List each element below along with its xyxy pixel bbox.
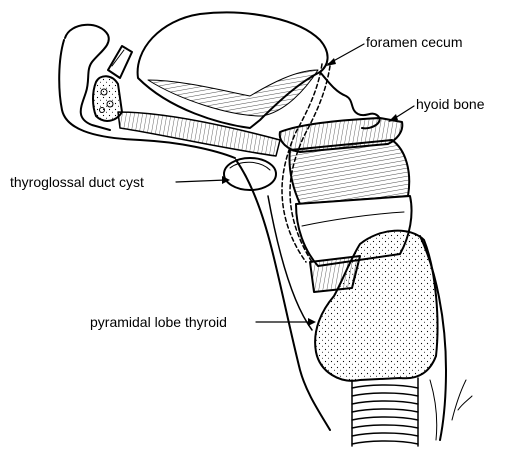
- leader-duct-cyst: [176, 180, 226, 182]
- trachea: [352, 378, 418, 446]
- incisor-shape: [108, 46, 132, 78]
- label-hyoid-bone: hyoid bone: [416, 96, 485, 112]
- label-foramen-cecum: foramen cecum: [366, 34, 462, 50]
- label-thyroglossal-duct-cyst: thyroglossal duct cyst: [10, 174, 144, 190]
- larynx-upper: [289, 140, 409, 204]
- artist-signature: [452, 380, 472, 420]
- label-pyramidal-lobe-thyroid: pyramidal lobe thyroid: [90, 314, 227, 330]
